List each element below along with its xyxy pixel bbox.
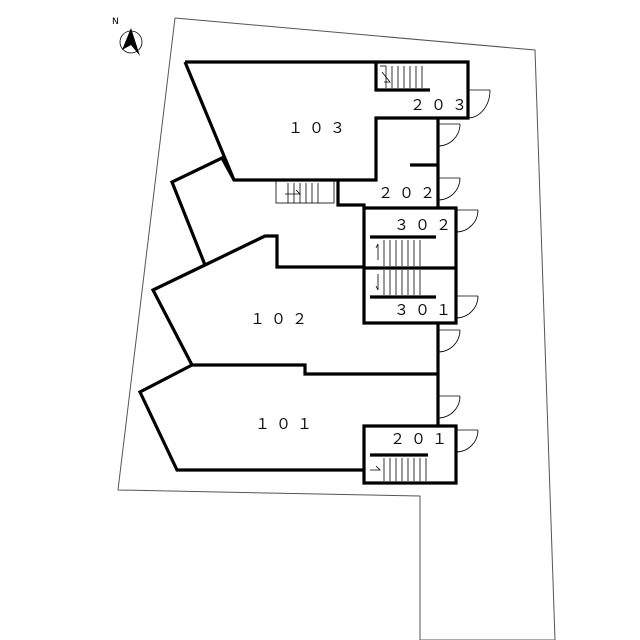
- door-103: [437, 123, 461, 147]
- door-202: [437, 177, 461, 201]
- compass-label: N: [112, 17, 119, 27]
- door-201: [455, 429, 479, 453]
- unit-label-301: ３０１: [394, 301, 457, 319]
- unit-label-103: １０３: [288, 119, 351, 137]
- unit-202-stair: [275, 180, 335, 204]
- unit-label-101: １０１: [255, 415, 318, 433]
- door-301: [455, 295, 479, 319]
- lot-boundary: [117, 17, 556, 640]
- unit-label-203: ２０３: [410, 96, 473, 114]
- unit-301-stair: [375, 270, 421, 295]
- unit-201-stair: [370, 458, 427, 481]
- compass: N: [112, 17, 143, 56]
- door-101: [437, 395, 461, 419]
- north-arrow-icon: [119, 28, 143, 56]
- unit-label-102: １０２: [250, 310, 313, 328]
- unit-label-202: ２０２: [378, 184, 441, 202]
- unit-101-wall: [137, 363, 458, 485]
- door-302: [455, 209, 479, 233]
- door-102: [437, 329, 461, 353]
- corridor-wall: [336, 180, 458, 325]
- unit-202-wall: [169, 155, 364, 269]
- unit-302-stair: [375, 240, 421, 266]
- unit-203-wall: [374, 62, 430, 92]
- door-203: [467, 89, 491, 119]
- unit-201-wall: [362, 424, 438, 470]
- unit-203-stair: [380, 65, 423, 88]
- unit-label-302: ３０２: [394, 216, 457, 234]
- unit-label-201: ２０１: [390, 430, 453, 448]
